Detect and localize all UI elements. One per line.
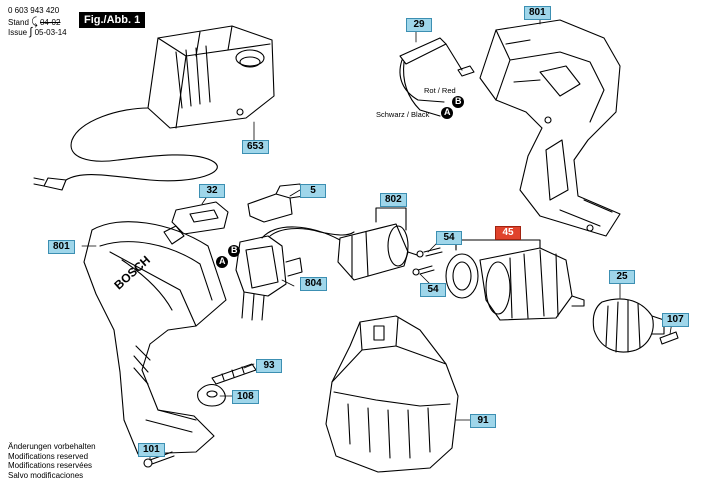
issue-line: Issue ∫ 05-03-14	[8, 26, 67, 38]
terminal-markers	[216, 96, 464, 268]
callout-801-top: 801	[524, 6, 551, 20]
wire-label-black: Schwarz / Black	[376, 110, 430, 119]
housing-half-right-illustration	[479, 19, 621, 237]
footer-line-es: Salvo modificaciones	[8, 470, 84, 480]
callout-25: 25	[609, 270, 635, 284]
stand-old-date: 04-02	[39, 18, 61, 27]
screws-illustration	[412, 247, 443, 276]
part-number: 0 603 943 420	[8, 6, 60, 15]
stand-label: Stand	[8, 18, 29, 27]
callout-801-left: 801	[48, 240, 75, 254]
callout-5: 5	[300, 184, 326, 198]
trigger-switch-illustration	[235, 226, 355, 321]
battery-illustration	[325, 315, 459, 473]
callout-802: 802	[380, 193, 407, 207]
callout-108: 108	[232, 390, 259, 404]
footer-notes: Änderungen vorbehalten Modifications res…	[8, 442, 96, 480]
footer-line-fr: Modifications reservées	[8, 461, 93, 470]
callout-32: 32	[199, 184, 225, 198]
figure-label: Fig./Abb. 1	[79, 12, 146, 28]
chuck-illustration	[592, 298, 665, 353]
callout-93: 93	[256, 359, 282, 373]
footer-line-en: Modifications reserved	[8, 451, 89, 461]
footer-line-de: Änderungen vorbehalten	[8, 442, 96, 451]
issue-label: Issue	[8, 28, 28, 37]
callout-91: 91	[470, 414, 496, 428]
stand-line: Stand ⤹ 04-02	[8, 16, 61, 28]
motor-illustration	[337, 207, 421, 281]
wire-harness-illustration	[399, 37, 475, 117]
callout-804: 804	[300, 277, 327, 291]
switch-cover-illustration	[171, 201, 229, 235]
wire-label-red: Rot / Red	[424, 86, 456, 95]
terminal-b-left: B	[231, 245, 238, 255]
callout-54-upper: 54	[436, 231, 462, 245]
callout-54-lower: 54	[420, 283, 446, 297]
callout-653: 653	[242, 140, 269, 154]
housing-half-left-illustration	[83, 221, 227, 455]
callout-29: 29	[406, 18, 432, 32]
callout-107: 107	[662, 313, 689, 327]
terminal-a-left: A	[219, 256, 226, 266]
direction-switch-illustration	[247, 183, 305, 223]
terminal-b-top: B	[455, 96, 462, 106]
issue-date: 05-03-14	[34, 28, 67, 37]
screwdriver-bit-illustration	[211, 363, 257, 385]
chuck-screw-illustration	[659, 331, 679, 345]
gearbox-illustration	[445, 239, 585, 321]
terminal-a-top: A	[444, 107, 451, 117]
charger-illustration	[33, 25, 275, 191]
callout-101: 101	[138, 443, 165, 457]
callout-45: 45	[495, 226, 521, 240]
bit-holder-illustration	[197, 383, 226, 407]
